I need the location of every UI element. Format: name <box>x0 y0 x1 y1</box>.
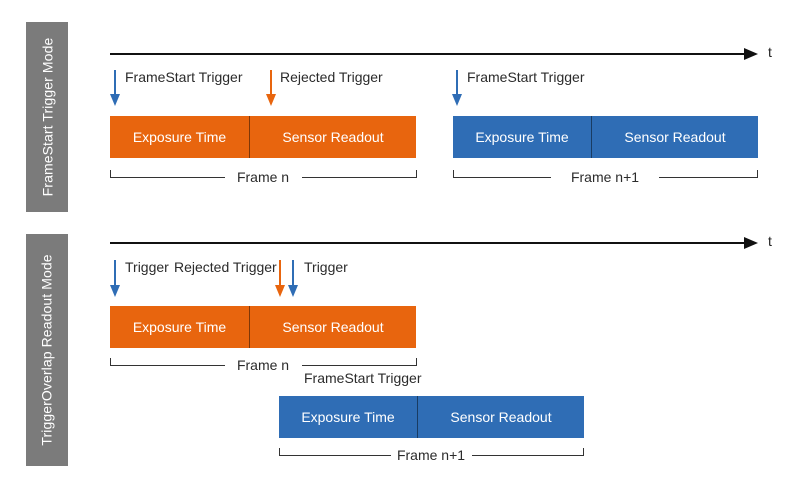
framestart-trigger-label-1: FrameStart Trigger <box>125 69 243 85</box>
time-axis-top-arrowhead <box>744 48 758 60</box>
triggeroverlap-mode-label-text: TriggerOverlap Readout Mode <box>39 254 55 446</box>
time-label-bottom: t <box>768 233 772 249</box>
rejected-trigger-label-top: Rejected Trigger <box>280 69 383 85</box>
sensor-readout-block-frame-n1-top: Sensor Readout <box>591 116 758 158</box>
sensor-readout-block-frame-n-top: Sensor Readout <box>249 116 416 158</box>
exposure-time-block-frame-n1-bottom: Exposure Time <box>279 396 417 438</box>
frame-n-label-bottom: Frame n <box>236 357 290 373</box>
sensor-readout-block-frame-n1-bottom: Sensor Readout <box>417 396 584 438</box>
time-axis-bottom <box>110 242 746 244</box>
exposure-time-block-frame-n-bottom: Exposure Time <box>110 306 249 348</box>
framestart-trigger-arrow-2 <box>452 70 462 106</box>
sensor-readout-block-frame-n-bottom: Sensor Readout <box>249 306 416 348</box>
frame-n-bracket-bottom <box>110 358 417 366</box>
trigger-label-2: Trigger <box>304 259 348 275</box>
time-label-top: t <box>768 44 772 60</box>
frame-n1-label-top: Frame n+1 <box>570 169 640 185</box>
rejected-trigger-label-bottom: Rejected Trigger <box>174 259 277 275</box>
framestart-trigger-label-bottom: FrameStart Trigger <box>304 370 422 386</box>
exposure-time-block-frame-n1-top: Exposure Time <box>453 116 591 158</box>
trigger-arrow-2 <box>288 260 298 297</box>
time-axis-top <box>110 53 746 55</box>
frame-n1-bracket-top <box>453 170 758 178</box>
framestart-mode-label-text: FrameStart Trigger Mode <box>39 37 55 197</box>
time-axis-bottom-arrowhead <box>744 237 758 249</box>
triggeroverlap-mode-label: TriggerOverlap Readout Mode <box>26 234 68 466</box>
exposure-time-block-frame-n-top: Exposure Time <box>110 116 249 158</box>
framestart-mode-label: FrameStart Trigger Mode <box>26 22 68 212</box>
frame-n-label-top: Frame n <box>236 169 290 185</box>
frame-n-bracket-top <box>110 170 417 178</box>
framestart-trigger-arrow-1 <box>110 70 120 106</box>
rejected-trigger-arrow-top <box>266 70 276 106</box>
frame-n1-bracket-bottom <box>279 448 584 456</box>
rejected-trigger-arrow-bottom <box>275 260 285 297</box>
trigger-arrow-1 <box>110 260 120 297</box>
frame-n1-label-bottom: Frame n+1 <box>396 447 466 463</box>
trigger-label-1: Trigger <box>125 259 169 275</box>
framestart-trigger-label-2: FrameStart Trigger <box>467 69 585 85</box>
